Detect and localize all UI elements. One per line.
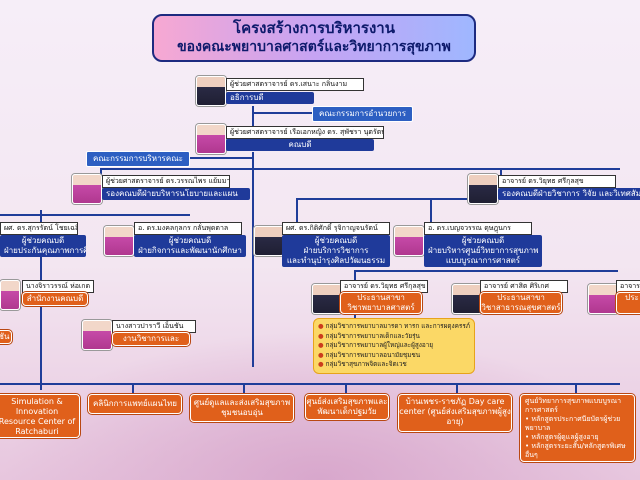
- integrated-center-box: ศูนย์วิทยาการสุขภาพแบบบูรณาการศาสตร์ หลั…: [520, 394, 635, 462]
- person-name: ผู้ช่วยศาสตราจารย์ ดร.เสนาะ กลิ่นงาม: [226, 78, 364, 91]
- role-line: ผู้ช่วยคณบดี: [461, 236, 505, 245]
- person-name: ผู้ช่วยศาสตราจารย์ ดร.วรรณไพร แย้มมา: [102, 175, 230, 188]
- integrated-title: ศูนย์วิทยาการสุขภาพแบบบูรณาการศาสตร์: [525, 397, 622, 414]
- list-item: หลักสูตรผู้ดูแลผู้สูงอายุ: [525, 433, 630, 442]
- title-line-2: ของคณะพยาบาลศาสตร์และวิทยาการสุขภาพ: [177, 39, 451, 55]
- chair-line: วิชาพยาบาลศาสตร์: [347, 303, 415, 312]
- role-label: รองคณบดีฝ่ายวิชาการ วิจัย และวิเทศสัมพัน…: [498, 188, 640, 200]
- connector-line: [132, 383, 134, 395]
- connector-line: [100, 168, 102, 178]
- connector-line: [252, 152, 254, 367]
- connector-line: [456, 383, 458, 395]
- avatar: [588, 284, 618, 314]
- nursing-groups-list: กลุ่มวิชาการพยาบาลมารดา ทารก และการผดุงค…: [313, 318, 475, 374]
- role-line: ผู้ช่วยคณบดี: [21, 236, 65, 245]
- connector-line: [0, 383, 620, 385]
- connector-line: [252, 112, 312, 114]
- office-box: งานวิชาการและบริการ: [112, 332, 190, 346]
- chair-box: ประธานสาขา วิชาพยาบาลศาสตร์: [340, 292, 422, 314]
- person-name: อ. ดร.เบญจวรรณ ดุษฎุนกร: [424, 222, 532, 235]
- connector-line: [0, 214, 190, 216]
- committee-admin-label: คณะกรรมการบริหารคณะ: [86, 151, 190, 167]
- list-item: หลักสูตรระยะสั้น/หลักสูตรพิเศษ อื่นๆ: [525, 442, 630, 460]
- connector-line: [430, 198, 432, 224]
- connector-line: [243, 383, 245, 395]
- role-line: ฝ่ายประกันคุณภาพการศึกษา: [4, 246, 86, 255]
- avatar: [0, 280, 20, 310]
- avatar: [82, 320, 112, 350]
- avatar: [312, 284, 342, 314]
- role-label: ผู้ช่วยคณบดี ฝ่ายบริการวิชาการ และทำนุบำ…: [282, 235, 390, 267]
- connector-line: [345, 383, 347, 395]
- list-item: หลักสูตรประกาศนียบัตรผู้ช่วยพยาบาล: [525, 415, 630, 433]
- role-line: และทำนุบำรุงศิลปวัฒนธรรม: [286, 256, 386, 265]
- role-line: ฝ่ายบริการวิชาการ: [303, 246, 369, 255]
- role-label: ผู้ช่วยคณบดี ฝ่ายกิจการและพัฒนานักศึกษา: [134, 235, 246, 257]
- list-item: กลุ่มวิชาการพยาบาลผู้ใหญ่และผู้สูงอายุ: [318, 341, 470, 351]
- role-label: รองคณบดีฝ่ายบริหารนโยบายและแผน: [102, 188, 250, 200]
- role-label: ผู้ช่วยคณบดี ฝ่ายบริหารศูนย์วิทยาการสุขภ…: [424, 235, 542, 267]
- chair-box: ประธานสาขา วิชาสาธารณสุขศาสตร์: [480, 292, 562, 314]
- role-label: คณบดี: [226, 139, 374, 151]
- person-name: อ. ดร.มงคลกุลกร กลั่นพุดตาล: [134, 222, 242, 235]
- avatar: [394, 226, 424, 256]
- unit-box: คลินิกการแพทย์แผนไทย: [88, 394, 182, 414]
- connector-line: [296, 198, 536, 200]
- unit-box: ศูนย์ส่งเสริมสุขภาพและพัฒนาเด็กปฐมวัย: [305, 394, 389, 420]
- title-line-1: โครงสร้างการบริหารงาน: [233, 19, 395, 37]
- chair-box: ประ: [616, 292, 640, 314]
- list-item: กลุ่มวิชาการพยาบาลเด็กและวัยรุ่น: [318, 332, 470, 342]
- list-item: กลุ่มวิชาการพยาบาลอนามัยชุมชน: [318, 351, 470, 361]
- avatar: [104, 226, 134, 256]
- avatar: [72, 174, 102, 204]
- avatar: [468, 174, 498, 204]
- role-line: ผู้ช่วยคณบดี: [168, 236, 212, 245]
- role-line: ผู้ช่วยคณบดี: [314, 236, 358, 245]
- person-name: ผศ. ดร.กิติศักดิ์ รุจิกาญจนรัตน์: [282, 222, 390, 235]
- partial-box-left: ชัน: [0, 330, 12, 344]
- connector-line: [354, 270, 618, 272]
- role-line: ฝ่ายกิจการและพัฒนานักศึกษา: [138, 246, 242, 255]
- page-title: โครงสร้างการบริหารงาน ของคณะพยาบาลศาสตร์…: [152, 14, 476, 62]
- role-label: ผู้ช่วยคณบดี ฝ่ายประกันคุณภาพการศึกษา: [0, 235, 86, 257]
- connector-line: [500, 168, 502, 178]
- chair-line: ประธานสาขา: [497, 293, 545, 302]
- avatar: [254, 226, 284, 256]
- connector-line: [252, 106, 254, 126]
- unit-box: ศูนย์ดูแลและส่งเสริมสุขภาพชุมชนอบอุ่น: [190, 394, 294, 422]
- office-box: สำนักงานคณบดี: [22, 292, 88, 306]
- list-item: กลุ่มวิชาสุขภาพจิตและจิตเวช: [318, 360, 470, 370]
- connector-line: [575, 383, 577, 395]
- role-line: แบบบูรณาการศาสตร์: [445, 256, 521, 265]
- connector-line: [180, 157, 254, 159]
- avatar: [196, 124, 226, 154]
- unit-box: บ้านเพชร-ราชภัฏ Day care center (ศูนย์ส่…: [398, 394, 512, 432]
- connector-line: [100, 168, 620, 170]
- committee-exec-label: คณะกรรมการอำนวยการ: [312, 106, 413, 122]
- role-line: ฝ่ายบริหารศูนย์วิทยาการสุขภาพ: [428, 246, 539, 255]
- list-item: กลุ่มวิชาการพยาบาลมารดา ทารก และการผดุงค…: [318, 322, 470, 332]
- person-name: อาจารย์ ดร.วิยุทธ ศรีกุลสุข: [498, 175, 616, 188]
- chair-line: วิชาสาธารณสุขศาสตร์: [481, 303, 561, 312]
- avatar: [196, 76, 226, 106]
- unit-box: Simulation & Innovation Resource Center …: [0, 394, 80, 438]
- chair-line: ประธานสาขา: [357, 293, 405, 302]
- role-label: อธิการบดี: [226, 92, 314, 104]
- connector-line: [296, 198, 298, 224]
- avatar: [452, 284, 482, 314]
- person-name: ผู้ช่วยศาสตราจารย์ เรือเอกหญิง ดร. สุพัช…: [226, 126, 384, 139]
- person-name: ผศ. ดร.สุกรรัตน์ โชยเฉลิม: [0, 222, 78, 235]
